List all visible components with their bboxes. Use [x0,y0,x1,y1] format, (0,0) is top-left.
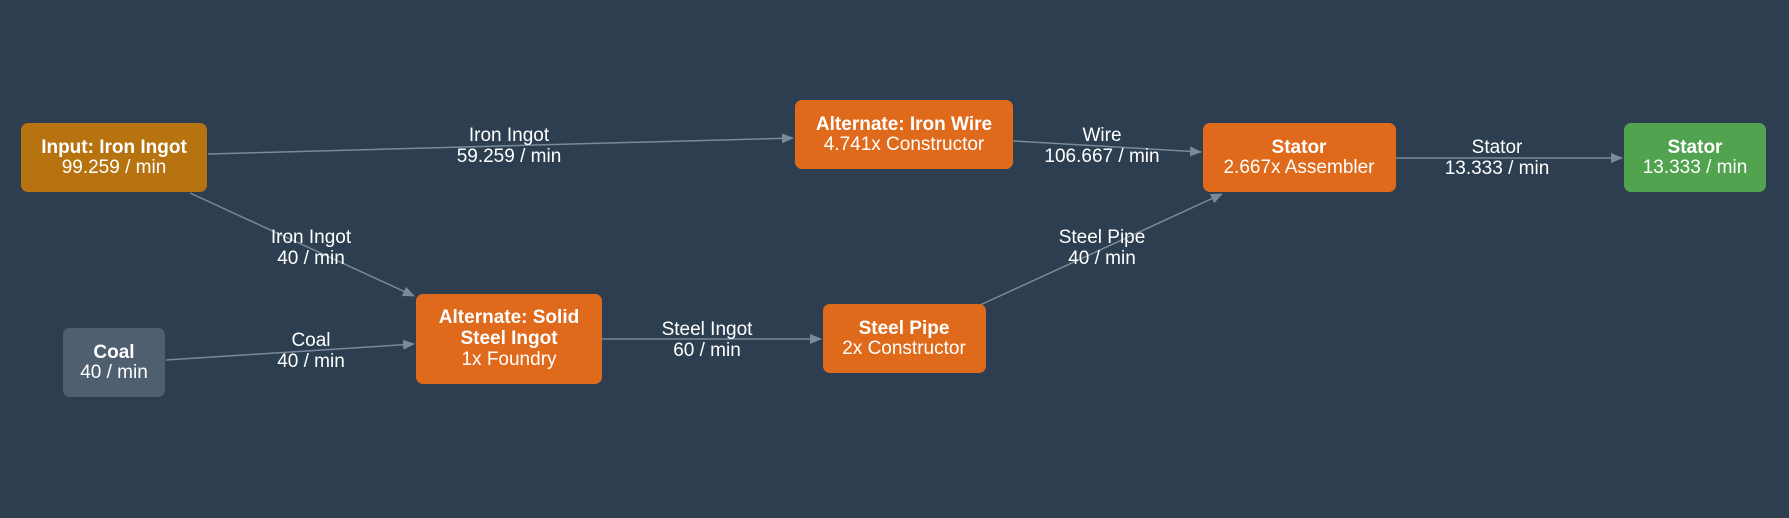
node-subtitle: 2x Constructor [842,338,966,359]
node-title: Coal [93,342,134,363]
edge-line [207,133,794,155]
edge-item-label: Iron Ingot [469,125,550,146]
edge-item-label: Wire [1082,125,1121,146]
edge-item-label: Steel Pipe [1059,227,1146,248]
edge-rate-label: 13.333 / min [1445,158,1550,179]
edge-iron-ingot-to-solid-steel: Iron Ingot 40 / min [189,192,415,297]
edge-item-label: Iron Ingot [271,227,352,248]
node-box [63,328,165,397]
edge-line [977,193,1223,307]
edge-rate-label: 40 / min [277,351,345,372]
edge-rate-label: 40 / min [1068,248,1136,269]
node-box [416,294,602,384]
node-box [823,304,986,373]
node-box [795,100,1013,169]
edge-rate-label: 60 / min [673,340,741,361]
node-alternate-iron-wire[interactable]: Alternate: Iron Wire 4.741x Constructor [795,100,1013,169]
node-box [1203,123,1396,192]
node-stator-recipe[interactable]: Stator 2.667x Assembler [1203,123,1396,192]
node-alternate-solid-steel-ingot[interactable]: Alternate: Solid Steel Ingot 1x Foundry [416,294,602,384]
edge-rate-label: 106.667 / min [1044,146,1159,167]
node-steel-pipe[interactable]: Steel Pipe 2x Constructor [823,304,986,373]
edge-line [165,339,415,361]
node-subtitle: 1x Foundry [461,349,557,370]
node-title: Stator [1668,137,1724,158]
node-subtitle: 13.333 / min [1643,157,1748,178]
edge-rate-label: 40 / min [277,248,345,269]
edge-steel-pipe-to-stator: Steel Pipe 40 / min [977,193,1223,307]
edge-line [189,192,415,297]
node-subtitle: 2.667x Assembler [1223,157,1375,178]
node-box [1624,123,1766,192]
edge-coal-to-solid-steel: Coal 40 / min [165,330,415,372]
edge-iron-ingot-to-iron-wire: Iron Ingot 59.259 / min [207,125,794,167]
edge-item-label: Coal [291,330,330,351]
node-title-line2: Steel Ingot [460,328,558,349]
node-subtitle: 99.259 / min [62,157,167,178]
edge-steel-ingot-to-steel-pipe: Steel Ingot 60 / min [602,319,822,361]
node-box [21,123,207,192]
node-input-iron-ingot[interactable]: Input: Iron Ingot 99.259 / min [21,123,207,192]
node-title: Alternate: Iron Wire [816,114,992,135]
node-coal[interactable]: Coal 40 / min [63,328,165,397]
node-stator-output[interactable]: Stator 13.333 / min [1624,123,1766,192]
edge-rate-label: 59.259 / min [457,146,562,167]
node-title: Input: Iron Ingot [41,137,187,158]
node-title: Stator [1272,137,1328,158]
edge-item-label: Stator [1472,137,1523,158]
node-subtitle: 4.741x Constructor [824,134,985,155]
edge-wire-to-stator: Wire 106.667 / min [1012,125,1202,167]
node-title: Steel Pipe [859,318,950,339]
node-subtitle: 40 / min [80,362,148,383]
edge-item-label: Steel Ingot [662,319,754,340]
edge-stator-to-output: Stator 13.333 / min [1395,137,1623,179]
node-title: Alternate: Solid [439,307,579,328]
edge-line [1012,140,1202,157]
